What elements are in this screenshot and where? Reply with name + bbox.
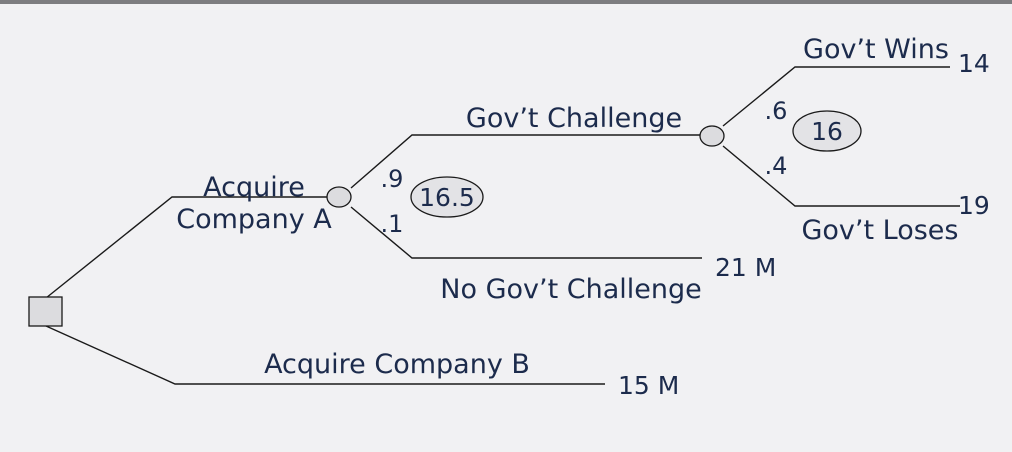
- probability-challenge: .9: [381, 165, 404, 193]
- edge-no-govt-challenge: [350, 206, 702, 259]
- probability-loses: .4: [765, 152, 788, 180]
- branch-label-no-govt-challenge: No Gov’t Challenge: [440, 274, 701, 305]
- edge-govt-loses: [722, 145, 960, 207]
- edge-govt-challenge: [350, 134, 700, 189]
- branch-label-acquire-a-line2: Company A: [176, 204, 332, 235]
- expected-value-acquire-a: 16.5: [419, 183, 475, 212]
- edge-acquire-a: [45, 196, 327, 299]
- payoff-no-challenge: 21 M: [715, 253, 776, 282]
- edge-govt-wins: [722, 66, 950, 127]
- branch-label-acquire-b: Acquire Company B: [264, 349, 530, 380]
- edge-acquire-b: [45, 325, 605, 385]
- top-border: [0, 0, 1012, 4]
- branch-label-govt-wins: Gov’t Wins: [803, 34, 949, 65]
- decision-node: [28, 296, 63, 327]
- probability-wins: .6: [765, 97, 788, 125]
- payoff-acquire-b: 15 M: [618, 371, 679, 400]
- branch-label-govt-challenge: Gov’t Challenge: [466, 103, 682, 134]
- chance-node-acquire-a: [326, 186, 352, 208]
- expected-value-badge-acquire-a: [410, 176, 484, 218]
- payoff-govt-loses: 19: [958, 191, 990, 220]
- probability-no-challenge: .1: [381, 210, 404, 238]
- chance-node-govt-challenge: [699, 125, 725, 147]
- expected-value-govt-challenge: 16: [811, 117, 843, 146]
- payoff-govt-wins: 14: [958, 49, 990, 78]
- expected-value-badge-govt-challenge: [792, 110, 862, 152]
- branch-label-acquire-a-line1: Acquire: [203, 172, 305, 203]
- branch-label-govt-loses: Gov’t Loses: [801, 215, 958, 246]
